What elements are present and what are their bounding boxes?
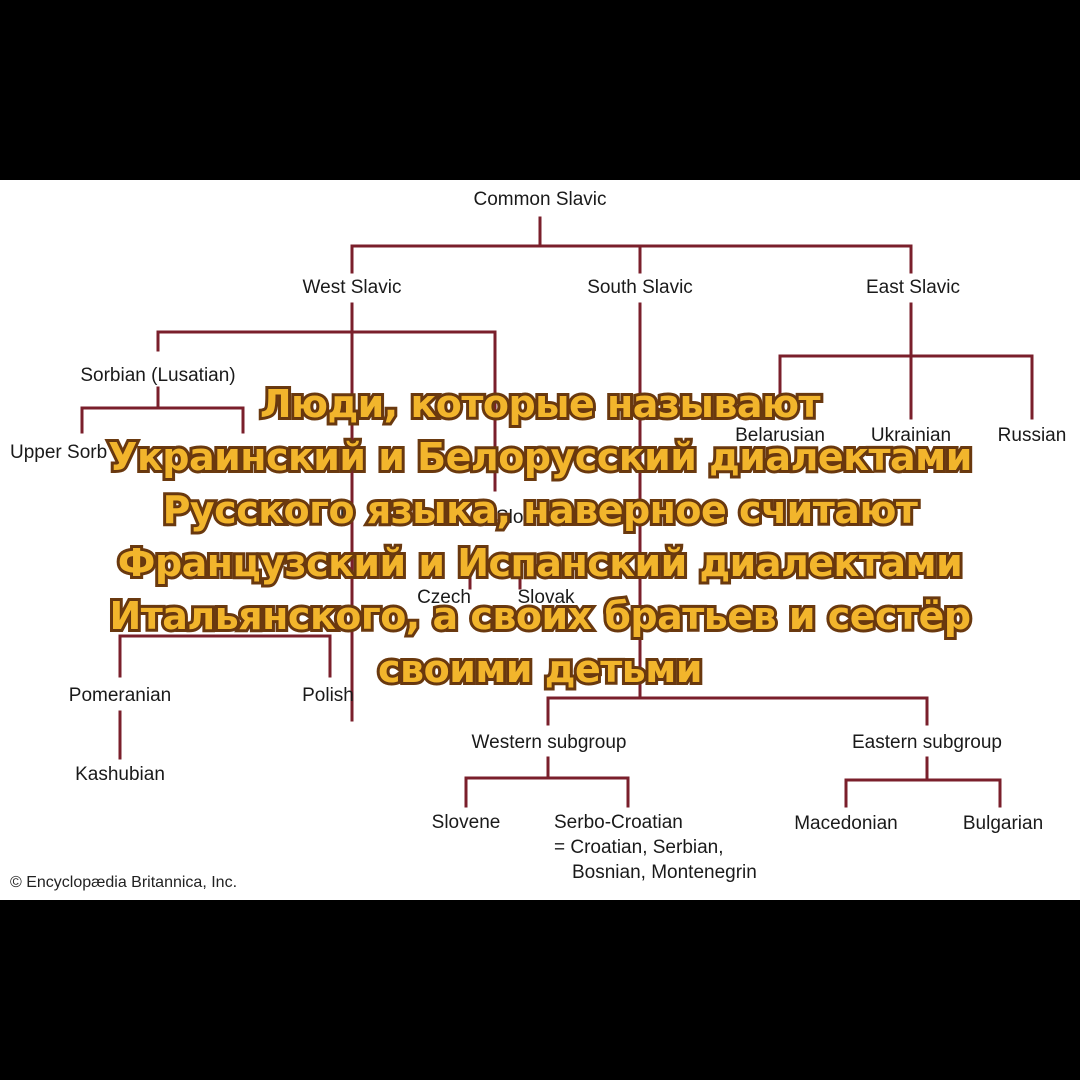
diagram-panel: Common Slavic West Slavic South Slavic E… [0, 180, 1080, 900]
copyright-notice: © Encyclopædia Britannica, Inc. [10, 874, 238, 891]
node-polish: Polish [302, 685, 354, 706]
line-eastern-sub [844, 756, 1002, 808]
caption-line: своими детьми [375, 644, 705, 694]
serbo-croatian-title: Serbo-Croatian [554, 812, 683, 833]
node-slovak: Slovak [517, 587, 575, 608]
node-south-slavic: South Slavic [587, 277, 693, 298]
caption-line: Русского языка, наверное считают [160, 485, 921, 535]
node-eastern-subgroup: Eastern subgroup [852, 732, 1002, 753]
serbo-croatian-more: Bosnian, Montenegrin [572, 862, 757, 883]
caption-line: Украинский и Белорусский диалектами [105, 432, 975, 482]
node-west-slavic: West Slavic [302, 277, 402, 298]
line-west [156, 302, 497, 722]
line-east [778, 302, 1034, 420]
caption-line: Итальянского, а своих братьев и сестёр [106, 591, 974, 641]
node-russian: Russian [997, 425, 1067, 446]
tree-lines [80, 216, 1034, 808]
node-czech-slovak-group: ic [340, 503, 354, 524]
line-czechslovak [468, 568, 522, 590]
node-common-slavic: Common Slavic [473, 189, 607, 210]
node-sorbian: Sorbian (Lusatian) [80, 365, 236, 386]
node-kashubian: Kashubian [75, 764, 165, 785]
node-serbo-croatian: Serbo-Croatian = Croatian, Serbian, Bosn… [554, 810, 757, 885]
line-common [350, 216, 913, 274]
line-western-sub [464, 756, 630, 808]
node-ukrainian: Ukrainian [870, 425, 952, 446]
caption-line: Французский и Испанский диалектами [115, 538, 966, 588]
line-lechitic [118, 634, 332, 760]
caption-line: Люди, которые называют [257, 379, 824, 429]
node-belarusian: Belarusian [735, 425, 825, 446]
line-south [546, 302, 929, 726]
node-east-slavic: East Slavic [866, 277, 960, 298]
node-slovak-partial: Slov [496, 507, 533, 528]
node-slovene: Slovene [431, 812, 501, 833]
serbo-croatian-equals: = Croatian, Serbian, [554, 837, 724, 858]
node-upper-sorbian: Upper Sorb [10, 442, 108, 463]
line-sorbian [80, 386, 245, 434]
node-bulgarian: Bulgarian [962, 813, 1044, 834]
node-pomeranian: Pomeranian [68, 685, 172, 706]
node-czech: Czech [417, 587, 471, 608]
overlay-caption: Люди, которые называют Украинский и Бело… [0, 378, 1080, 696]
node-western-subgroup: Western subgroup [471, 732, 627, 753]
node-macedonian: Macedonian [794, 813, 898, 834]
